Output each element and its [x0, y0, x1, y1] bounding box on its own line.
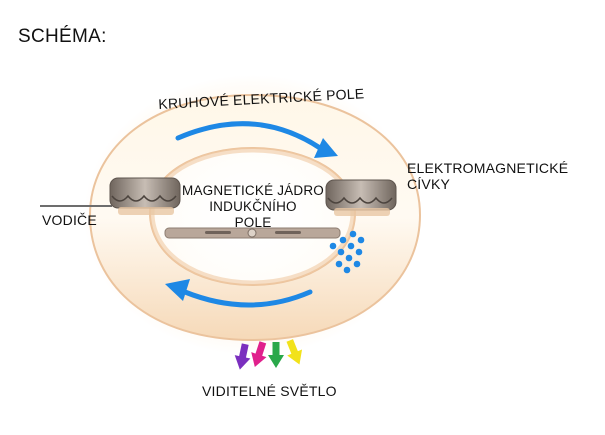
right-coil — [325, 179, 397, 216]
label-coils-line1: ELEKTROMAGNETICKÉ — [407, 160, 569, 176]
field-dot — [355, 248, 363, 256]
label-core: MAGNETICKÉ JÁDRO INDUKČNÍHO POLE — [178, 183, 328, 231]
field-dot — [347, 242, 355, 250]
light-arrow — [251, 341, 267, 368]
flow-arrow-top — [175, 121, 338, 158]
field-dot — [349, 230, 357, 238]
label-light: VIDITELNÉ SVĚTLO — [202, 383, 337, 399]
field-dot — [343, 266, 351, 274]
light-arrow — [286, 339, 303, 365]
label-coils-line2: CÍVKY — [407, 176, 451, 192]
label-core-line2: INDUKČNÍHO — [209, 199, 297, 214]
field-dot — [337, 248, 345, 256]
field-dots — [329, 230, 365, 274]
field-dot — [353, 260, 361, 268]
core-bar-slot — [205, 231, 231, 234]
label-core-line3: POLE — [234, 215, 272, 230]
core-bar-slot — [275, 231, 301, 234]
light-arrow — [268, 342, 284, 368]
core-bar-screw — [247, 228, 257, 238]
light-arrow — [234, 343, 251, 370]
field-dot — [335, 260, 343, 268]
diagram-title: SCHÉMA: — [18, 26, 107, 47]
label-core-line1: MAGNETICKÉ JÁDRO — [182, 183, 324, 198]
field-dot — [329, 242, 337, 250]
light-arrows — [234, 339, 303, 370]
label-wires: VODIČE — [42, 212, 97, 228]
field-dot — [357, 236, 365, 244]
field-dot — [339, 236, 347, 244]
field-dot — [345, 254, 353, 262]
flow-arrow-bottom — [165, 279, 313, 308]
label-coils: ELEKTROMAGNETICKÉ CÍVKY — [407, 160, 568, 192]
left-coil — [109, 177, 181, 215]
